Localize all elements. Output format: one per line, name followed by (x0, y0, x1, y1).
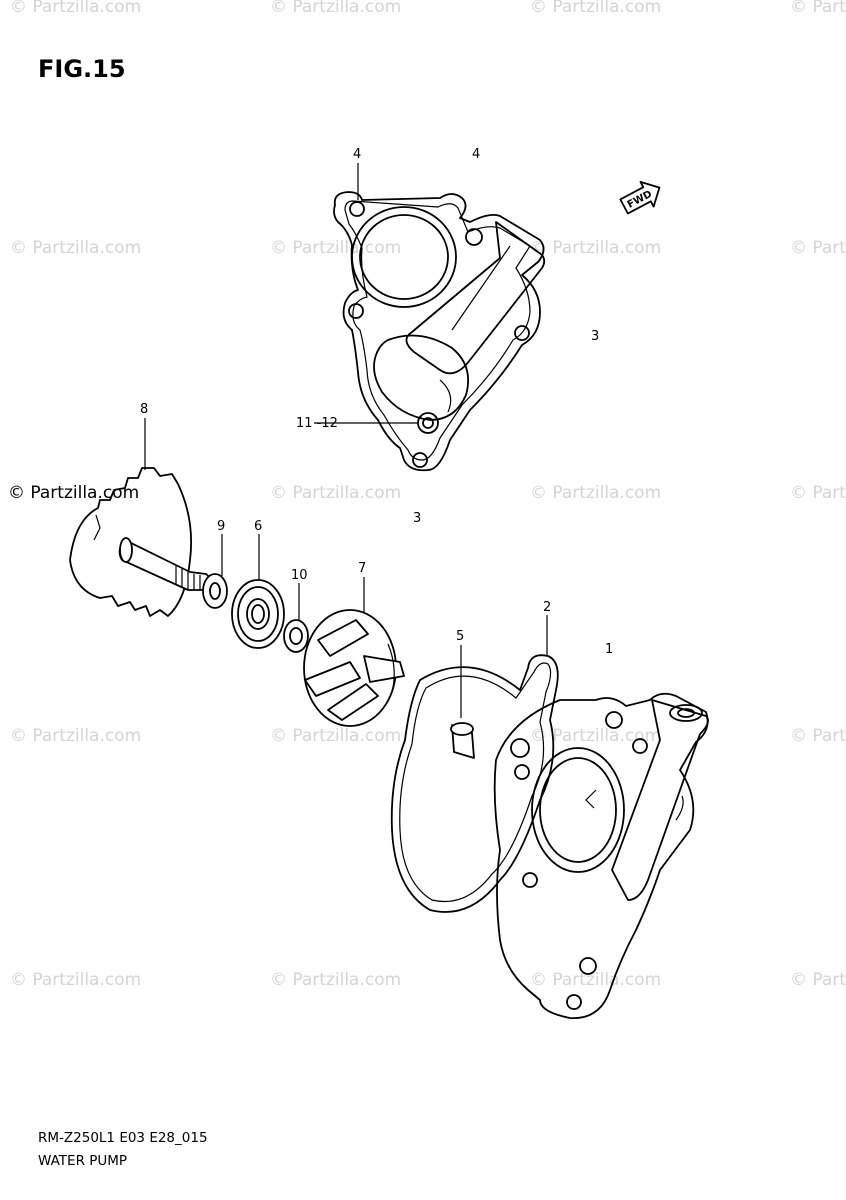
watermark: © Partzilla.com (270, 483, 401, 503)
watermark: © Partzilla.com (530, 726, 661, 746)
callout-10: 10 (291, 568, 308, 583)
watermark: © Partzilla.com (790, 970, 846, 990)
model-code: RM-Z250L1 E03 E28_015 (38, 1130, 208, 1146)
impeller-7 (303, 609, 405, 727)
watermark-layer: © Partzilla.com © Partzilla.com © Partzi… (10, 0, 846, 990)
pump-housing-1 (493, 692, 709, 1019)
watermark: © Partzilla.com (270, 238, 401, 258)
oil-seal-10 (283, 619, 309, 653)
watermark: © Partzilla.com (270, 970, 401, 990)
callout-5: 5 (456, 629, 464, 644)
callout-11-12: 11 -12 (296, 416, 338, 431)
figure-title: FIG.15 (38, 55, 126, 83)
callout-3: 3 (591, 329, 599, 344)
washer-9 (202, 573, 228, 609)
callouts: 4 4 3 11 -12 8 3 9 6 10 7 2 5 1 (140, 147, 613, 657)
brand-text: © Partzilla.com (8, 483, 139, 503)
watermark: © Partzilla.com (530, 0, 661, 17)
watermark: © Partzilla.com (530, 970, 661, 990)
watermark: © Partzilla.com (530, 238, 661, 258)
leader-lines (144, 163, 548, 718)
impeller-shaft-gear (69, 467, 211, 617)
callout-4: 4 (353, 147, 361, 162)
callout-6: 6 (254, 519, 262, 534)
watermark: © Partzilla.com (790, 0, 846, 17)
watermark: © Partzilla.com (270, 726, 401, 746)
callout-9: 9 (217, 519, 225, 534)
pump-cover (333, 191, 546, 472)
callout-4: 4 (472, 147, 480, 162)
watermark: © Partzilla.com (10, 0, 141, 17)
watermark: © Partzilla.com (790, 238, 846, 258)
watermark: © Partzilla.com (790, 726, 846, 746)
watermark: © Partzilla.com (10, 726, 141, 746)
watermark: © Partzilla.com (270, 0, 401, 17)
callout-7: 7 (358, 561, 366, 576)
watermark: © Partzilla.com (530, 483, 661, 503)
bearing-6 (231, 579, 285, 649)
section-name: WATER PUMP (38, 1153, 127, 1169)
watermark: © Partzilla.com (790, 483, 846, 503)
watermark: © Partzilla.com (10, 970, 141, 990)
watermark: © Partzilla.com (10, 238, 141, 258)
callout-1: 1 (605, 642, 613, 657)
callout-3: 3 (413, 511, 421, 526)
callout-8: 8 (140, 402, 148, 417)
fwd-arrow-icon: FWD (619, 180, 661, 215)
gasket-2 (390, 654, 559, 913)
callout-2: 2 (543, 600, 551, 615)
dowel-pin-5 (450, 722, 475, 759)
